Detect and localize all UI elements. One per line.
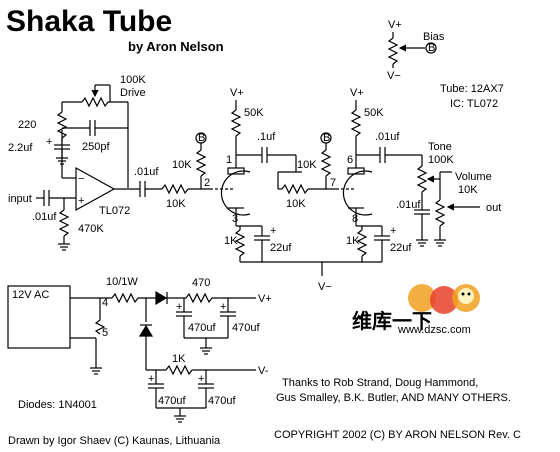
c22-label: 2.2uf (8, 142, 33, 154)
stage2-vplus: V+ (350, 87, 364, 99)
tube-type: Tube: 12AX7 (440, 83, 504, 95)
svg-text:+: + (198, 373, 204, 385)
svg-text:+: + (148, 373, 154, 385)
stage2-rplate: 50K (364, 107, 384, 119)
stage1-pin1: 1 (226, 154, 232, 166)
tone-label: Tone (428, 141, 452, 153)
opamp-symbol (75, 166, 116, 212)
stage2-rseries: 10K (286, 198, 306, 210)
diode-minus-icon (138, 324, 154, 337)
watermark-url: www.dzsc.com (397, 324, 471, 336)
page-title: Shaka Tube (6, 5, 172, 38)
c250pf-label: 250pf (82, 141, 110, 153)
r470-label: 470 (192, 277, 210, 289)
stage1-tube-envelope (220, 170, 251, 216)
ps-c2: 470uf (232, 322, 260, 334)
bias-pot: V+ V− Bias B (387, 19, 445, 82)
stage1-rgrid: 10K (172, 159, 192, 171)
ac-source-label: 12V AC (12, 289, 49, 301)
stage1-rplate: 50K (244, 107, 264, 119)
stage1-vplus: V+ (230, 87, 244, 99)
diodes-note: Diodes: 1N4001 (18, 399, 97, 411)
svg-text:+: + (176, 301, 182, 313)
stage2-bias-label: B (323, 132, 330, 144)
svg-text:−: − (78, 173, 84, 185)
drawn-by: Drawn by Igor Shaev (C) Kaunas, Lithuani… (8, 435, 221, 447)
r470k-label: 470K (78, 223, 104, 235)
tone-cap-label: .01uf (396, 199, 421, 211)
svg-text:+: + (390, 225, 396, 237)
svg-text:+: + (46, 136, 52, 148)
ps-vplus: V+ (258, 293, 272, 305)
tube-stage-1: V+ 50K 1 .1uf B 10K 2 3 1K (172, 87, 296, 262)
stage1-ccathode: 22uf (270, 242, 292, 254)
c01-in-label: .01uf (32, 211, 57, 223)
bias-vplus: V+ (388, 19, 402, 31)
stage2-ccathode: 22uf (390, 242, 412, 254)
r10-1w-label: 10/1W (106, 276, 138, 288)
volume-pot-value: 10K (458, 184, 478, 196)
tone-pot-value: 100K (428, 154, 454, 166)
stage2-pin8: 8 (352, 213, 358, 225)
svg-text:+: + (78, 195, 84, 207)
drive-label: Drive (120, 87, 146, 99)
ic-type: IC: TL072 (450, 98, 498, 110)
r220-label: 220 (18, 119, 36, 131)
ps-pin4: 4 (102, 297, 108, 309)
r1k-label: 1K (172, 353, 186, 365)
power-supply: 12V AC 4 5 10/1W 470 V+ + 470uf (7, 276, 272, 423)
stage1-bias-label: B (198, 132, 205, 144)
stage1-ccouple: .1uf (257, 131, 276, 143)
stage2-pin7: 7 (330, 177, 336, 189)
output-label: out (486, 202, 501, 214)
stage2-ccouple: .01uf (375, 131, 400, 143)
c01-out-label: .01uf (134, 166, 159, 178)
input-label: input (8, 193, 32, 205)
stage1-rcathode: 1K (224, 235, 238, 247)
bias-node-icon (425, 42, 437, 54)
tone-volume-stage: Tone 100K .01uf Volume 10K out (396, 141, 501, 247)
svg-text:+: + (270, 225, 276, 237)
opamp-stage: 220 2.2uf + 100K Drive 250pf (8, 74, 210, 251)
bias-node-label: B (428, 42, 435, 54)
dzsc-watermark-logo: 维库一下 www.dzsc.com (352, 284, 480, 336)
r10k-series-label: 10K (166, 198, 186, 210)
ps-vminus: V- (258, 365, 269, 377)
byline: by Aron Nelson (128, 39, 224, 54)
stage2-pin6: 6 (347, 154, 353, 166)
ic-label: TL072 (99, 205, 130, 217)
bias-label: Bias (423, 31, 445, 43)
vminus-label: V− (318, 281, 332, 293)
stage2-rcathode: 1K (346, 235, 360, 247)
thanks-line1: Thanks to Rob Strand, Doug Hammond, (282, 377, 478, 389)
svg-text:+: + (220, 301, 226, 313)
drive-pot-value: 100K (120, 74, 146, 86)
tube-stage-2: B 10K 10K 7 V+ 50K 6 .01uf 8 (277, 87, 422, 262)
stage1-pin2: 2 (204, 177, 210, 189)
stage1-pin3: 3 (232, 213, 238, 225)
ps-c3: 470uf (158, 395, 186, 407)
thanks-line2: Gus Smalley, B.K. Butler, AND MANY OTHER… (276, 392, 511, 404)
ps-c4: 470uf (208, 395, 236, 407)
diode-plus-icon (155, 290, 168, 306)
watermark-cn: 维库一下 (352, 309, 432, 333)
stage2-rgrid: 10K (297, 159, 317, 171)
stage2-tube-envelope (342, 170, 373, 216)
volume-label: Volume (455, 171, 492, 183)
transformer-box (7, 285, 71, 349)
ps-pin5: 5 (102, 327, 108, 339)
copyright: COPYRIGHT 2002 (C) BY ARON NELSON Rev. C (274, 429, 521, 441)
bias-vminus: V− (387, 70, 401, 82)
ps-c1: 470uf (188, 322, 216, 334)
